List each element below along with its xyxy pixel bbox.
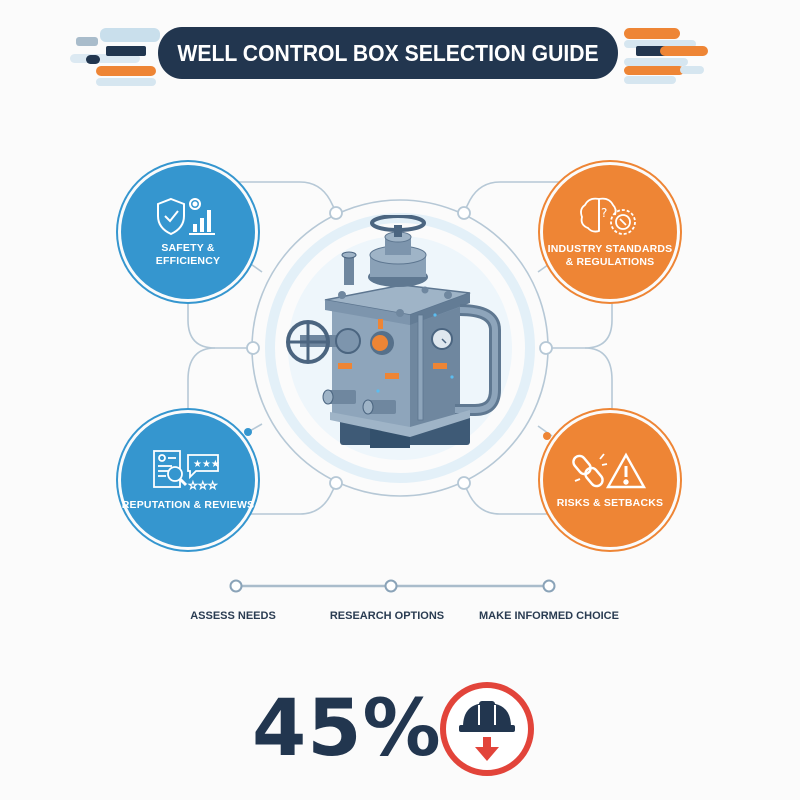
- category-label: SAFETY & EFFICIENCY: [155, 242, 221, 267]
- banner-stripe: [100, 28, 160, 42]
- document-magnifier-star-rating-icon: ★★★ ☆☆☆: [150, 449, 226, 493]
- svg-text:★★★: ★★★: [193, 459, 220, 470]
- category-risks-setbacks[interactable]: RISKS & SETBACKS: [543, 413, 677, 547]
- category-label: REPUTATION & REVIEWS: [121, 498, 255, 511]
- banner-stripe: [106, 46, 146, 56]
- banner-stripe: [96, 66, 156, 76]
- well-control-box-illustration: [270, 214, 530, 475]
- banner-stripe: [76, 37, 98, 46]
- svg-text:?: ?: [601, 206, 607, 220]
- svg-text:☆☆☆: ☆☆☆: [188, 479, 218, 492]
- step-make-informed-choice: MAKE INFORMED CHOICE: [479, 610, 619, 622]
- category-label: RISKS & SETBACKS: [556, 496, 664, 509]
- broken-chain-warning-icon: [572, 451, 648, 491]
- banner-stripe: [86, 55, 100, 64]
- stat-value: 45%: [252, 684, 442, 774]
- banner-stripe: [624, 28, 680, 39]
- category-reputation-reviews[interactable]: ★★★ ☆☆☆ REPUTATION & REVIEWS: [121, 413, 255, 547]
- step-assess-needs: ASSESS NEEDS: [190, 610, 276, 622]
- banner-stripe: [680, 66, 704, 74]
- category-industry-standards[interactable]: ? INDUSTRY STANDARDS & REGULATIONS: [543, 165, 677, 299]
- banner-stripe: [624, 66, 684, 75]
- shield-check-gear-bar-chart-icon: [155, 196, 221, 236]
- banner-stripe: [636, 46, 676, 56]
- brain-question-gear-wrench-icon: ?: [577, 195, 643, 237]
- banner-stripe: [96, 78, 156, 86]
- category-safety-efficiency[interactable]: SAFETY & EFFICIENCY: [121, 165, 255, 299]
- banner-stripe: [70, 54, 140, 63]
- banner-stripe: [624, 58, 688, 66]
- hard-hat-down-arrow-icon: [437, 679, 537, 779]
- banner-stripe: [660, 46, 708, 56]
- page-title: WELL CONTROL BOX SELECTION GUIDE: [158, 27, 618, 79]
- banner-stripe: [624, 76, 676, 84]
- category-label: INDUSTRY STANDARDS & REGULATIONS: [547, 243, 673, 268]
- step-research-options: RESEARCH OPTIONS: [329, 610, 445, 622]
- banner-stripe: [624, 40, 696, 48]
